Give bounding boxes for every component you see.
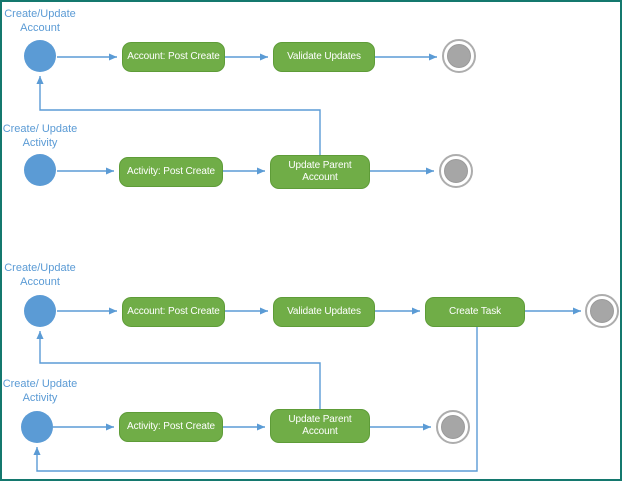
top-task-account-post-create[interactable]: Account: Post Create	[122, 42, 225, 72]
bottom-account-end-node[interactable]	[585, 294, 619, 328]
bottom-activity-start-label: Create/ Update Activity	[2, 378, 78, 404]
end-state-icon	[447, 44, 471, 68]
edge-bottom-loop-create-task-to-start-activity	[33, 327, 478, 472]
top-account-start-node[interactable]	[24, 40, 56, 72]
top-task-validate-updates[interactable]: Validate Updates	[273, 42, 375, 72]
end-state-icon	[444, 159, 468, 183]
edge-bottom-loop-update-parent-to-start-account	[36, 331, 321, 409]
end-state-icon	[590, 299, 614, 323]
bottom-account-start-node[interactable]	[24, 295, 56, 327]
bottom-activity-end-node[interactable]	[436, 410, 470, 444]
top-account-end-node[interactable]	[442, 39, 476, 73]
top-activity-end-node[interactable]	[439, 154, 473, 188]
bottom-task-update-parent-account[interactable]: Update Parent Account	[270, 409, 370, 443]
end-state-icon	[441, 415, 465, 439]
top-task-update-parent-account[interactable]: Update Parent Account	[270, 155, 370, 189]
top-activity-start-node[interactable]	[24, 154, 56, 186]
top-task-activity-post-create[interactable]: Activity: Post Create	[119, 157, 223, 187]
bottom-task-activity-post-create[interactable]: Activity: Post Create	[119, 412, 223, 442]
edge-top-loop-update-parent-to-start-account	[36, 76, 321, 155]
bottom-activity-start-node[interactable]	[21, 411, 53, 443]
bottom-task-account-post-create[interactable]: Account: Post Create	[122, 297, 225, 327]
bottom-account-start-label: Create/Update Account	[4, 262, 76, 288]
bottom-task-validate-updates[interactable]: Validate Updates	[273, 297, 375, 327]
top-account-start-label: Create/Update Account	[4, 8, 76, 34]
bottom-task-create-task[interactable]: Create Task	[425, 297, 525, 327]
top-activity-start-label: Create/ Update Activity	[2, 123, 78, 149]
